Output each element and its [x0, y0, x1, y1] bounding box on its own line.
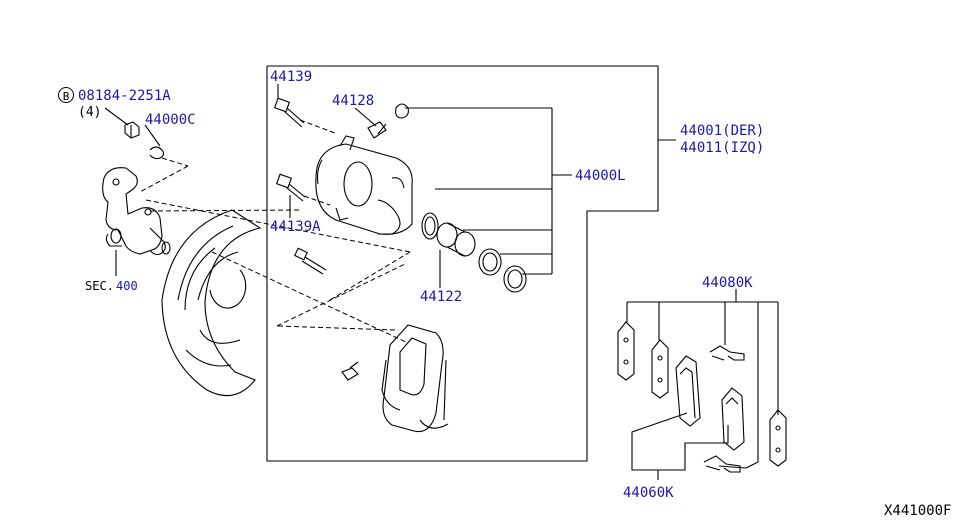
- leader-line: [354, 107, 377, 127]
- leader-line: [104, 107, 129, 126]
- bolt-circle-icon: [58, 87, 74, 103]
- dust-shield: [161, 209, 262, 397]
- label-sec-prefix: SEC.: [85, 279, 114, 293]
- label-sec-number: 400: [116, 279, 138, 293]
- label-piston: 44122: [420, 289, 462, 305]
- brake-pad: [675, 355, 701, 427]
- caliper-bracket: [381, 324, 449, 433]
- bracket-bolt: [341, 361, 359, 381]
- bleeder-screw: [367, 103, 409, 139]
- ring-seal: [507, 269, 523, 289]
- label-caliper-izq: 44011(IZQ): [680, 140, 764, 156]
- clip-part: [149, 146, 165, 160]
- diagram-id: X441000F: [884, 503, 951, 519]
- label-bolt-part: 08184-2251A: [78, 88, 171, 104]
- label-bolt-qty: (4): [78, 105, 101, 120]
- dust-boot: [482, 252, 498, 272]
- pad-shim: [617, 321, 635, 381]
- label-pin-bolt: 44139: [270, 69, 312, 85]
- label-caliper-left: 44000L: [575, 168, 626, 184]
- assembly-line: [299, 119, 336, 134]
- leader-line: [144, 124, 161, 147]
- leader-line: [631, 412, 729, 471]
- piston-seal: [424, 216, 436, 236]
- assembly-line: [161, 157, 189, 167]
- label-plate: 44000C: [145, 112, 196, 128]
- caliper-frame: [266, 65, 659, 462]
- bolt-circle-letter: B: [63, 90, 70, 103]
- assembly-line: [145, 199, 411, 253]
- assembly-line: [303, 195, 331, 206]
- pad-shim: [769, 409, 787, 467]
- assembly-line: [139, 165, 189, 193]
- label-pin-bolt-a: 44139A: [270, 219, 321, 235]
- pin-bolt: [273, 97, 305, 128]
- steering-knuckle: [102, 167, 171, 256]
- assembly-line: [149, 209, 301, 212]
- label-pad-kit: 44080K: [702, 275, 753, 291]
- anti-rattle-clip: [703, 455, 741, 473]
- assembly-line: [211, 251, 409, 344]
- assembly-line: [277, 325, 396, 331]
- leader-line: [718, 465, 747, 469]
- piston-seal: [421, 212, 439, 240]
- piston: [436, 222, 476, 257]
- ring-seal: [503, 265, 527, 293]
- pad-shim: [651, 339, 669, 399]
- label-caliper-der: 44001(DER): [680, 123, 764, 139]
- leader-line: [745, 461, 759, 469]
- dust-boot: [478, 248, 502, 276]
- pin-bolt-a: [275, 173, 306, 202]
- assembly-line: [329, 251, 411, 301]
- hex-bolt: [124, 121, 140, 139]
- anti-rattle-clip: [709, 345, 745, 361]
- assembly-line: [276, 263, 406, 327]
- brake-pad: [721, 387, 745, 451]
- caliper-body: [315, 135, 413, 235]
- slide-pin: [294, 247, 327, 275]
- label-bleeder: 44128: [332, 93, 374, 109]
- label-pad-set: 44060K: [623, 485, 674, 501]
